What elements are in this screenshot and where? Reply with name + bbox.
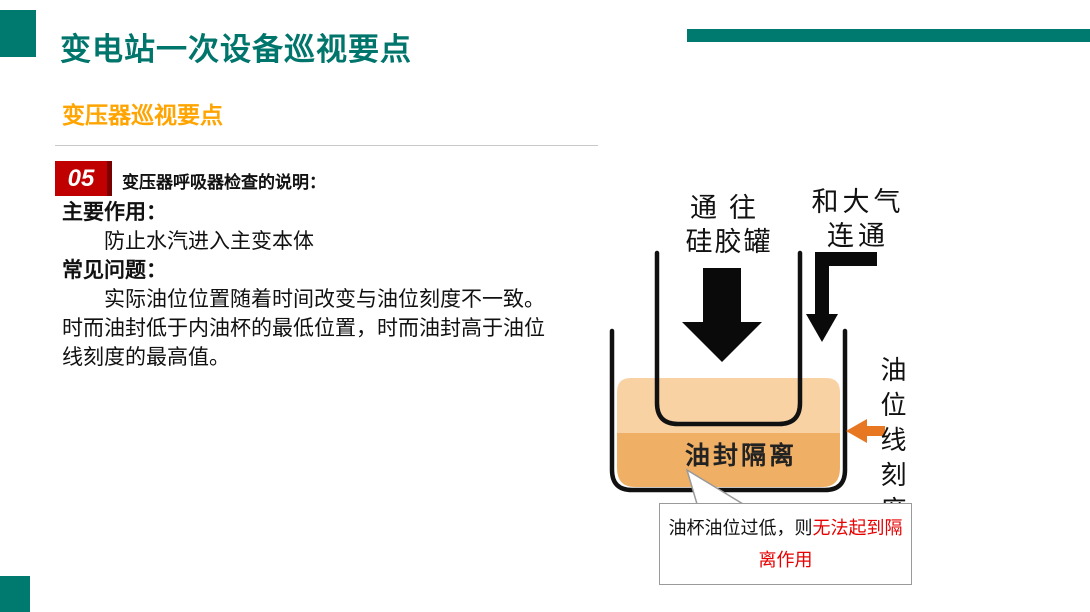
inner-tube-outline [654,250,803,427]
section-heading: 变压器呼吸器检查的说明： [122,173,326,192]
top-right-accent-bar [687,29,1090,42]
down-arrow-icon [682,268,762,362]
silica-pipe-label-line1: 通往 [690,193,768,224]
section-number-badge: 05 [55,161,112,196]
common-issue-text: 实际油位位置随着时间改变与油位刻度不一致。时而油封低于内油杯的最低位置，时而油封… [62,288,545,369]
top-left-accent-square [0,10,36,57]
silica-pipe-label-line2: 硅胶罐 [685,227,773,258]
main-role-label: 主要作用： [62,201,167,224]
callout-text-prefix: 油杯油位过低，则 [668,518,813,538]
outer-cup-outline [609,328,848,493]
page-title: 变电站一次设备巡视要点 [60,32,412,67]
air-vent-label-line1: 和大气 [811,187,905,218]
oil-seal-label: 油封隔离 [684,441,797,470]
oil-level-arrow-icon [846,419,885,443]
air-vent-label: 和大气 连通 [800,186,916,254]
callout-box: 油杯油位过低，则无法起到隔离作用 [659,503,912,585]
air-vent-label-line2: 连通 [827,221,889,252]
oil-layer-light [617,378,840,433]
common-issue-label: 常见问题： [62,259,167,282]
silica-pipe-label: 通往 硅胶罐 [668,192,790,260]
bottom-left-accent-square [0,576,30,612]
divider-line [55,145,598,146]
main-role-text: 防止水汽进入主变本体 [104,230,314,253]
elbow-arrow-icon [806,252,877,342]
oil-level-scale-label: 油位线刻度 [876,356,906,531]
oil-seal-layer [617,433,840,487]
body-text-block: 主要作用： 防止水汽进入主变本体 常见问题： 实际油位位置随着时间改变与油位刻度… [62,198,602,372]
callout-text-highlight: 无法起到隔离作用 [758,518,903,570]
section-subtitle: 变压器巡视要点 [62,102,223,128]
